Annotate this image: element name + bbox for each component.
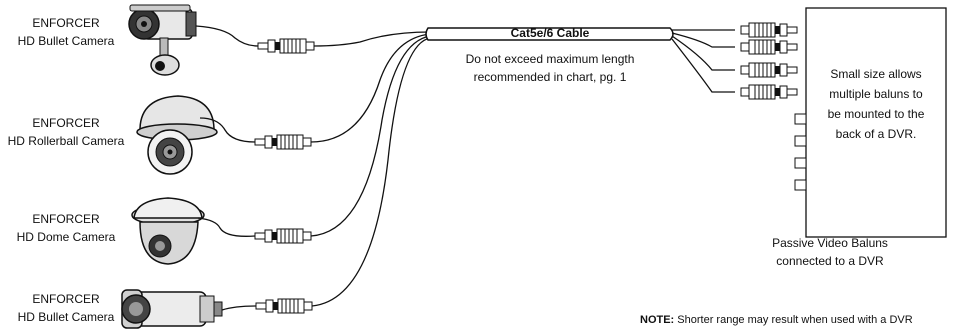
balun-dvr-4	[740, 84, 798, 100]
balun-dvr-3	[740, 62, 798, 78]
footnote-label: NOTE:	[640, 314, 675, 326]
balun-camera-3	[254, 228, 312, 244]
camera-3-brand: ENFORCER	[32, 212, 100, 226]
camera-3-label: ENFORCER HD Dome Camera	[6, 210, 126, 246]
rollerball-camera-icon	[136, 95, 218, 175]
camera-4-model: HD Bullet Camera	[17, 310, 115, 324]
dvr-description-line-1: Small size allows	[830, 67, 922, 81]
balun-camera-1	[257, 38, 315, 54]
dvr-box	[805, 7, 947, 238]
cable-title: Cat5e/6 Cable	[510, 26, 590, 40]
dvr-empty-ports	[794, 113, 807, 191]
baluns-caption-line-2: connected to a DVR	[776, 254, 884, 268]
bullet-camera-bottom-icon	[121, 289, 223, 329]
camera-1-model: HD Bullet Camera	[17, 34, 115, 48]
balun-to-cable-wires	[310, 31, 431, 307]
camera-2-brand: ENFORCER	[32, 116, 100, 130]
dome-camera-icon	[131, 197, 205, 265]
cable-note-line-2: recommended in chart, pg. 1	[473, 70, 627, 84]
dvr-description: Small size allows multiple baluns to be …	[806, 64, 946, 144]
camera-1-brand: ENFORCER	[32, 16, 100, 30]
camera-4-brand: ENFORCER	[32, 292, 100, 306]
cat5e-cable	[425, 27, 674, 41]
balun-camera-4	[255, 298, 313, 314]
balun-dvr-2	[740, 39, 798, 55]
balun-dvr-1	[740, 22, 798, 38]
camera-3-model: HD Dome Camera	[16, 230, 116, 244]
baluns-caption: Passive Video Baluns connected to a DVR	[740, 234, 920, 270]
footnote: NOTE: Shorter range may result when used…	[640, 314, 913, 326]
balun-camera-2	[254, 134, 312, 150]
bullet-camera-top-icon	[128, 4, 197, 76]
cable-to-dvr-wires	[671, 29, 735, 93]
dvr-description-line-4: back of a DVR.	[835, 127, 917, 141]
footnote-text: Shorter range may result when used with …	[674, 314, 913, 326]
camera-1-label: ENFORCER HD Bullet Camera	[6, 14, 126, 50]
camera-2-model: HD Rollerball Camera	[7, 134, 125, 148]
camera-4-label: ENFORCER HD Bullet Camera	[6, 290, 126, 326]
baluns-caption-line-1: Passive Video Baluns	[772, 236, 888, 250]
camera-pigtail-wires	[195, 25, 259, 311]
camera-2-label: ENFORCER HD Rollerball Camera	[6, 114, 126, 150]
dvr-description-line-3: be mounted to the	[827, 107, 925, 121]
dvr-description-line-2: multiple baluns to	[829, 87, 923, 101]
cable-note: Do not exceed maximum length recommended…	[430, 50, 670, 86]
cable-note-line-1: Do not exceed maximum length	[465, 52, 635, 66]
